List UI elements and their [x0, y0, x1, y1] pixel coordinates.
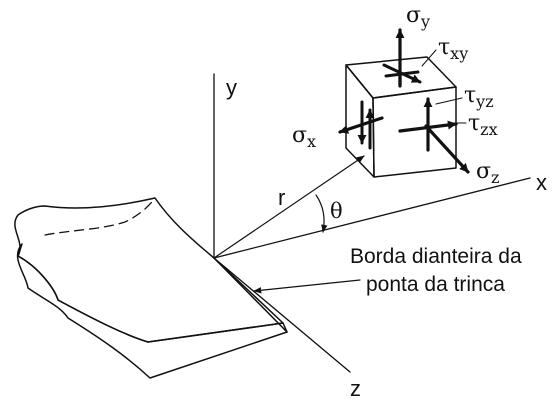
tau-xy-leader — [421, 49, 437, 67]
radius-label: r — [278, 185, 285, 210]
cube-left-face — [345, 64, 375, 178]
crack-front-edge — [213, 257, 288, 333]
tau-yz-leader — [435, 97, 463, 105]
tau-xy-arrow-bottom — [384, 70, 420, 78]
radius-vector — [213, 155, 365, 259]
sigma-y-label: σy — [406, 3, 430, 31]
sigma-z-label: σz — [476, 159, 499, 187]
sigma-x-label: σx — [292, 123, 316, 151]
tau-xy-label: τxy — [438, 35, 468, 63]
crack-opening-line — [44, 197, 156, 236]
angle-arc — [315, 194, 328, 233]
crack-front-leader-arrow — [253, 279, 361, 294]
cracked-plate — [14, 197, 288, 379]
y-axis-label: y — [226, 75, 237, 100]
crack-front-label-line2: ponta da trinca — [366, 273, 505, 296]
coordinate-axes — [213, 73, 531, 373]
sigma-z-arrow — [424, 124, 470, 174]
crack-front-label-line1: Borda dianteira da — [350, 245, 522, 268]
tau-yz-label: τyz — [464, 83, 494, 111]
lower-crack-face — [16, 243, 288, 379]
angle-label: θ — [330, 199, 343, 223]
z-axis-label: z — [350, 376, 361, 401]
tau-zx-label: τzx — [468, 111, 498, 139]
x-axis-label: x — [536, 170, 547, 195]
x-axis-line — [213, 177, 531, 259]
z-axis-line — [213, 257, 351, 373]
cube-right-face — [372, 86, 457, 178]
upper-crack-face — [14, 197, 284, 343]
